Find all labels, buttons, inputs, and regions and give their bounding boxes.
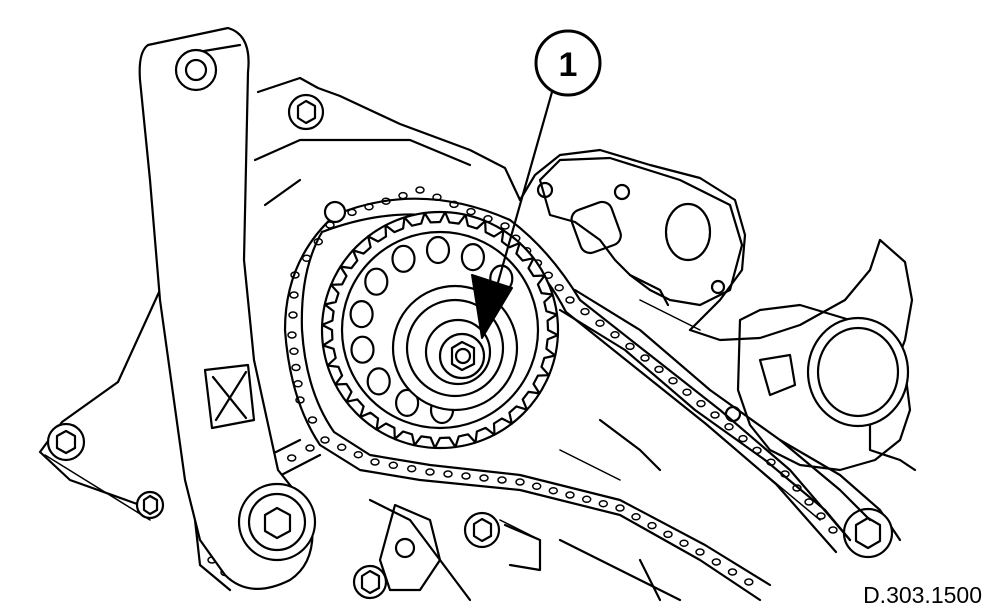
chain-link — [449, 200, 459, 209]
bottom-center-bolt — [463, 511, 501, 549]
chain-link — [398, 191, 408, 200]
chain-link — [610, 331, 620, 339]
chain-link — [370, 458, 380, 466]
chain-link — [625, 342, 635, 351]
chain-link — [381, 197, 391, 205]
chain-link — [752, 446, 762, 455]
chain-link — [406, 464, 417, 473]
right-housing — [724, 303, 912, 472]
sprocket-hole — [460, 243, 485, 272]
chain-link — [615, 504, 625, 512]
chain-link — [500, 222, 510, 230]
chain-link — [415, 186, 425, 194]
upper-left-bolt — [287, 93, 325, 131]
chain-link — [727, 568, 738, 576]
chain-link — [565, 296, 575, 304]
chain-link — [816, 512, 826, 520]
sprocket-hole — [364, 267, 389, 296]
left-side-bolt — [46, 422, 86, 462]
chain-link — [792, 484, 802, 492]
chain-link — [313, 237, 324, 246]
chain-link — [364, 203, 374, 211]
chain-link — [695, 548, 705, 556]
chain-link — [291, 363, 301, 372]
chain-link — [654, 365, 664, 374]
chain-link — [580, 307, 590, 316]
lever-pivot-bolt — [237, 482, 317, 562]
chain-link — [780, 470, 790, 478]
camshaft-sprocket — [320, 210, 560, 450]
chain-link — [290, 271, 300, 279]
chain-link — [307, 416, 318, 424]
sprocket-hole — [349, 300, 374, 329]
chain-link — [347, 208, 357, 217]
sprocket-hole — [391, 244, 416, 273]
chain-link — [531, 482, 542, 491]
sprocket-hole — [366, 367, 391, 396]
chain-link — [466, 207, 476, 216]
chain-link — [581, 495, 592, 504]
sprocket-center-bolt — [438, 332, 486, 380]
chain-link — [295, 396, 305, 404]
chain-link — [432, 193, 442, 201]
chain-link — [325, 221, 335, 229]
chain-link — [288, 311, 298, 319]
chain-link — [548, 486, 559, 495]
reference-code: D.303.1500 — [863, 582, 982, 608]
chain-link — [353, 450, 364, 459]
chain-link — [336, 443, 347, 452]
callout-arrow — [471, 90, 554, 339]
callout-marker: 1 — [534, 29, 602, 97]
chain-link — [640, 354, 650, 362]
chain-link — [293, 380, 303, 388]
chain-link — [738, 434, 748, 443]
chain-link — [289, 291, 299, 299]
chain-link — [565, 491, 575, 499]
chain-link — [598, 499, 609, 508]
lower-right-bolt — [842, 507, 894, 559]
chain-link — [425, 468, 435, 476]
chain-link — [554, 283, 564, 292]
chain-link — [631, 513, 641, 521]
sprocket-teeth-outline — [321, 211, 559, 449]
sprocket-hole — [350, 335, 375, 364]
chain-link — [443, 470, 453, 478]
chain-link — [305, 444, 315, 452]
chain-link — [320, 436, 330, 444]
chain-link — [724, 423, 734, 431]
chain-link — [286, 454, 297, 462]
chain-link — [647, 521, 657, 530]
chain-link — [301, 254, 312, 263]
left-lower-bolt — [135, 490, 165, 520]
chain-link — [287, 331, 297, 339]
bottom-housing-part — [378, 503, 662, 602]
top-left-bracket-bolt — [323, 200, 347, 224]
chain-link — [668, 377, 678, 385]
chain-link — [682, 388, 692, 396]
chain-link — [744, 578, 754, 586]
chain-link — [828, 526, 838, 534]
chain-link — [388, 461, 399, 470]
bottom-left-bolt — [352, 564, 388, 600]
chain-link — [679, 539, 689, 547]
chain-link — [710, 411, 720, 419]
bracket-plate — [536, 156, 744, 307]
chain-link — [497, 476, 507, 484]
chain-link — [461, 472, 471, 480]
sprocket-hole — [395, 388, 420, 417]
chain-link — [289, 347, 299, 356]
chain-link — [696, 399, 706, 408]
chain-link — [479, 474, 489, 482]
callout-number: 1 — [559, 46, 578, 84]
chain-link — [804, 498, 814, 506]
chain-link — [595, 319, 605, 327]
chain-link — [663, 530, 673, 539]
chain-link — [766, 458, 776, 466]
locking-lever-tool — [138, 26, 314, 590]
chain-link — [711, 558, 722, 566]
sprocket-hole — [425, 235, 451, 265]
chain-link — [515, 478, 525, 486]
